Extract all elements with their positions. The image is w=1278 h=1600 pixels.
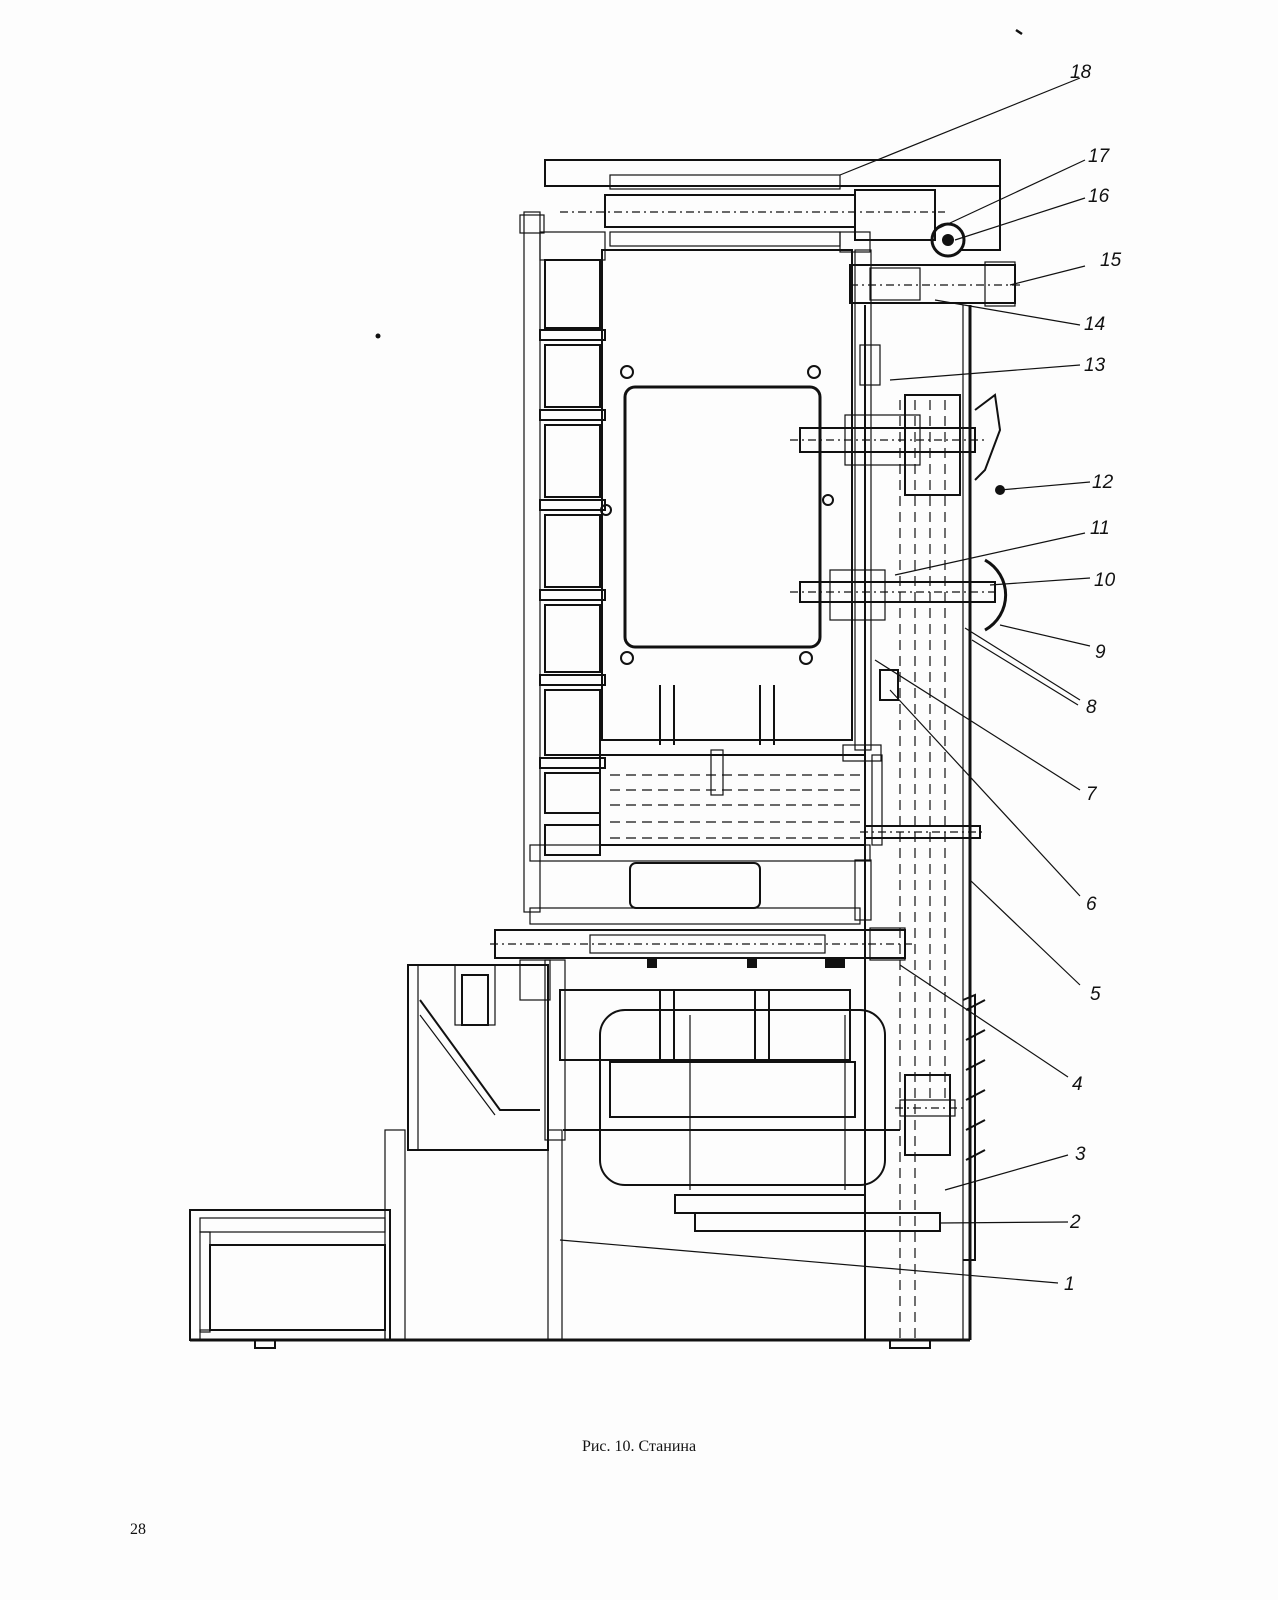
callout-5: 5 bbox=[1090, 984, 1101, 1005]
side-box bbox=[189, 964, 549, 1341]
callout-18: 18 bbox=[1070, 62, 1092, 83]
figure-caption: Рис. 10. Станина bbox=[581, 1438, 697, 1455]
pulley-middle bbox=[790, 558, 1008, 701]
pulley-lower bbox=[895, 1074, 965, 1156]
callout-2: 2 bbox=[1069, 1212, 1081, 1233]
scan-speck bbox=[375, 333, 381, 339]
lower-assembly bbox=[190, 959, 970, 1349]
side-panel bbox=[864, 305, 986, 1340]
pulley-upper bbox=[790, 344, 1005, 496]
callout-12: 12 bbox=[1092, 472, 1114, 493]
motor-compartment bbox=[600, 249, 853, 796]
callout-labels: 1 2 3 4 5 6 7 8 9 10 11 12 13 14 15 16 1… bbox=[1064, 62, 1122, 1295]
callout-14: 14 bbox=[1084, 314, 1105, 335]
callout-17: 17 bbox=[1088, 146, 1111, 167]
machine-bed-drawing: 1 2 3 4 5 6 7 8 9 10 11 12 13 14 15 16 1… bbox=[189, 28, 1122, 1349]
callout-7: 7 bbox=[1086, 784, 1098, 805]
frame-body bbox=[519, 159, 1020, 913]
callout-16: 16 bbox=[1088, 186, 1110, 207]
leader-lines bbox=[559, 77, 1091, 1284]
callout-13: 13 bbox=[1084, 355, 1106, 376]
callout-15: 15 bbox=[1100, 250, 1122, 271]
callout-4: 4 bbox=[1072, 1074, 1083, 1095]
callout-1: 1 bbox=[1064, 1274, 1075, 1295]
callout-10: 10 bbox=[1094, 570, 1116, 591]
scan-speck bbox=[1015, 28, 1023, 36]
callout-3: 3 bbox=[1075, 1144, 1086, 1165]
callout-11: 11 bbox=[1090, 518, 1110, 539]
callout-8: 8 bbox=[1086, 697, 1097, 718]
page-number: 28 bbox=[130, 1521, 146, 1538]
oil-reservoir bbox=[529, 754, 985, 925]
callout-9: 9 bbox=[1095, 642, 1106, 663]
callout-6: 6 bbox=[1086, 894, 1097, 915]
shaft-lower bbox=[490, 927, 915, 968]
